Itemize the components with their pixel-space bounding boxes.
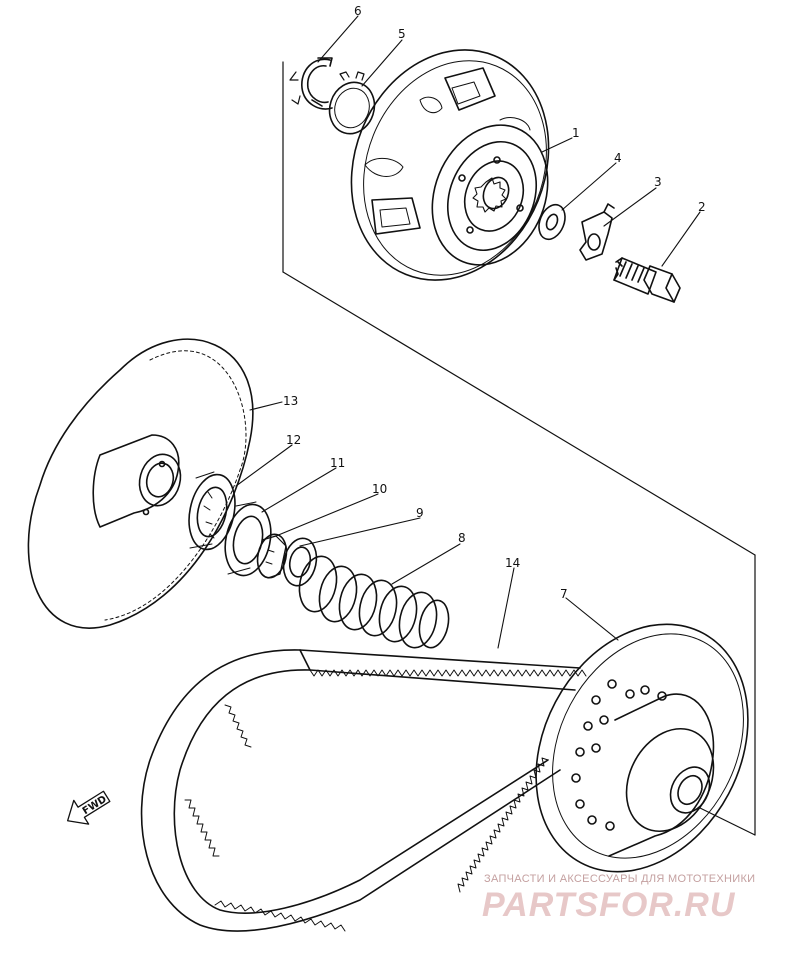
primary-clutch-housing bbox=[350, 49, 550, 281]
callout-7: 7 bbox=[560, 587, 568, 601]
callout-10: 10 bbox=[372, 482, 387, 496]
circlip-part-5 bbox=[328, 71, 376, 135]
fixed-sheave-part-13 bbox=[27, 338, 254, 629]
callout-4: 4 bbox=[614, 151, 622, 165]
lock-plate-part-3 bbox=[579, 203, 615, 261]
secondary-sheave-part-7 bbox=[535, 623, 749, 873]
compression-spring-part-8 bbox=[298, 555, 450, 649]
callout-3: 3 bbox=[654, 175, 662, 189]
spring-retainer-part-9 bbox=[282, 537, 318, 587]
washer-part-4 bbox=[538, 203, 566, 241]
callout-1: 1 bbox=[572, 126, 580, 140]
leader-lines bbox=[235, 15, 701, 649]
callout-14: 14 bbox=[505, 556, 520, 570]
spacer-part-11 bbox=[224, 501, 272, 577]
spring-seat-part-10 bbox=[256, 533, 288, 579]
watermark-logo: PARTSFOR.RU bbox=[482, 886, 736, 924]
callout-5: 5 bbox=[398, 27, 406, 41]
callout-2: 2 bbox=[698, 200, 706, 214]
watermark-tagline: ЗАПЧАСТИ И АКСЕССУАРЫ ДЛЯ МОТОТЕХНИКИ bbox=[484, 873, 755, 885]
callout-13: 13 bbox=[283, 394, 298, 408]
bearing-part-12 bbox=[188, 471, 236, 551]
callout-6: 6 bbox=[354, 4, 362, 18]
assembly-boundary-lines bbox=[282, 61, 756, 836]
callout-labels: 6 5 1 4 3 2 13 12 11 10 9 8 14 7 bbox=[283, 4, 706, 601]
callout-12: 12 bbox=[286, 433, 301, 447]
forward-direction-arrow: FWD bbox=[66, 790, 111, 825]
watermark: ЗАПЧАСТИ И АКСЕССУАРЫ ДЛЯ МОТОТЕХНИКИ PA… bbox=[482, 873, 755, 924]
drive-belt-part-14 bbox=[140, 649, 587, 932]
callout-8: 8 bbox=[458, 531, 466, 545]
callout-11: 11 bbox=[330, 456, 345, 470]
callout-9: 9 bbox=[416, 506, 424, 520]
snap-ring-part-6 bbox=[289, 57, 333, 110]
bolt-part-2 bbox=[613, 257, 681, 303]
